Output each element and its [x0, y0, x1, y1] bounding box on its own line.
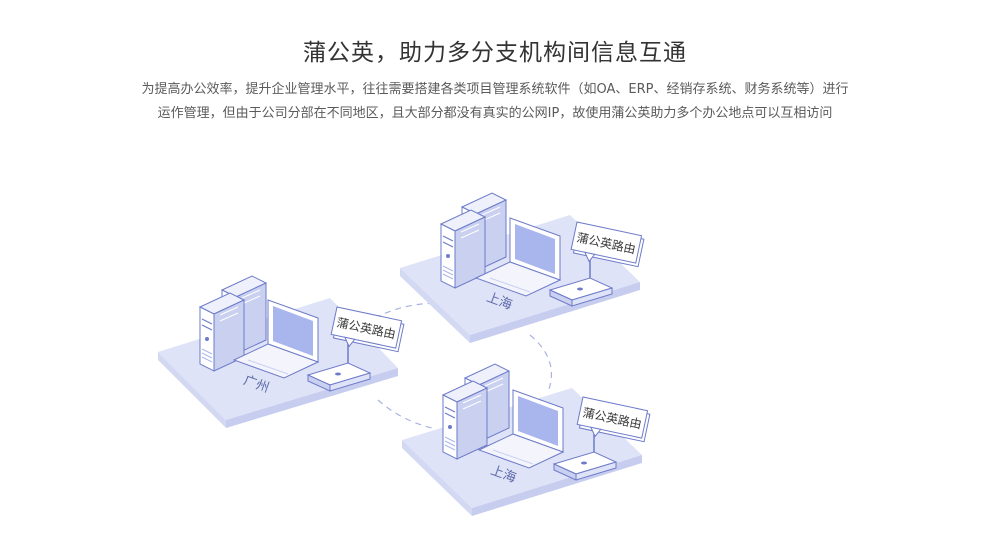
description-line-1: 为提高办公效率，提升企业管理水平，往往需要搭建各类项目管理系统软件（如OA、ER…	[141, 82, 849, 97]
site-shanghai-bottom: 蒲公英路由 上海	[402, 363, 651, 516]
router-label: 蒲公英路由	[576, 396, 651, 443]
site-guangzhou: 蒲公英路由 广州	[158, 275, 405, 428]
description-line-2: 运作管理，但由于公司分部在不同地区，且大部分都没有真实的公网IP，故使用蒲公英助…	[157, 106, 833, 121]
router-label: 蒲公英路由	[570, 221, 645, 268]
server-icon	[442, 380, 488, 460]
site-shanghai-top: 蒲公英路由 上海	[400, 192, 645, 343]
page-title: 蒲公英，助力多分支机构间信息互通	[303, 40, 687, 66]
router-label: 蒲公英路由	[330, 306, 405, 353]
link-shanghai-shanghai	[529, 334, 552, 393]
server-icon	[440, 209, 486, 289]
page-description: 为提高办公效率，提升企业管理水平，往往需要搭建各类项目管理系统软件（如OA、ER…	[0, 78, 990, 126]
link-guangzhou-shanghai	[377, 399, 433, 429]
